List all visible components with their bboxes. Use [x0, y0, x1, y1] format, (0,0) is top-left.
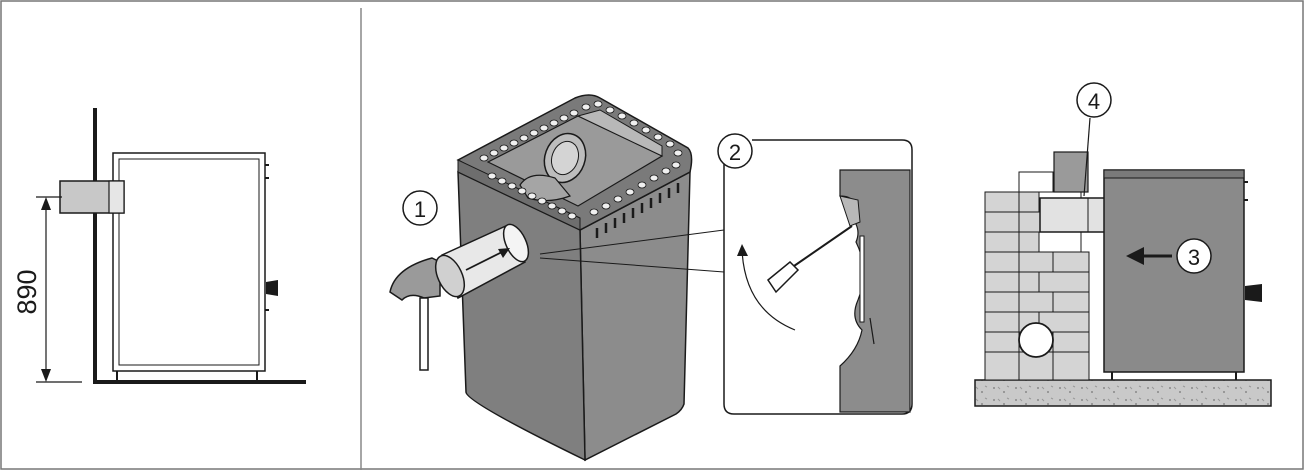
rim-holes [479, 100, 683, 220]
callout-3-label: 3 [1188, 245, 1200, 270]
floor-slab [974, 379, 1272, 407]
callout-2-label: 2 [729, 140, 741, 165]
arrow-up-icon [41, 197, 51, 210]
callout-2: 2 [717, 133, 753, 169]
door-handle-icon [266, 280, 278, 296]
dimension-label: 890 [12, 269, 42, 314]
screwdriver-icon [766, 225, 853, 294]
panel-side-view: 890 [12, 108, 306, 384]
dimension-marker: 890 [12, 196, 82, 383]
rotate-arrow-icon [741, 249, 796, 331]
chimney-cap [1053, 151, 1089, 193]
stove-side-outline [112, 152, 278, 380]
flue-pipe [389, 223, 530, 371]
vent-slots [595, 183, 680, 238]
callout-1: 1 [402, 190, 438, 226]
callout-4-label: 4 [1088, 89, 1100, 114]
chimney-opening [1018, 322, 1054, 358]
detail-callout [723, 139, 913, 415]
panel-wall-installation [974, 117, 1272, 407]
panel-stove-isometric [389, 94, 725, 462]
arrow-down-icon [41, 369, 51, 382]
stove-right-face [579, 170, 691, 462]
wall-flue-tube [1039, 197, 1107, 233]
stove-handle-icon [1245, 284, 1262, 302]
callout-3: 3 [1176, 238, 1212, 274]
callout-4: 4 [1076, 82, 1112, 118]
brick-wall [984, 171, 1090, 381]
stove-body [1103, 169, 1245, 373]
callout-1-label: 1 [414, 197, 426, 222]
push-arrow-icon [1126, 247, 1172, 265]
insert-arrow-icon [498, 248, 510, 258]
